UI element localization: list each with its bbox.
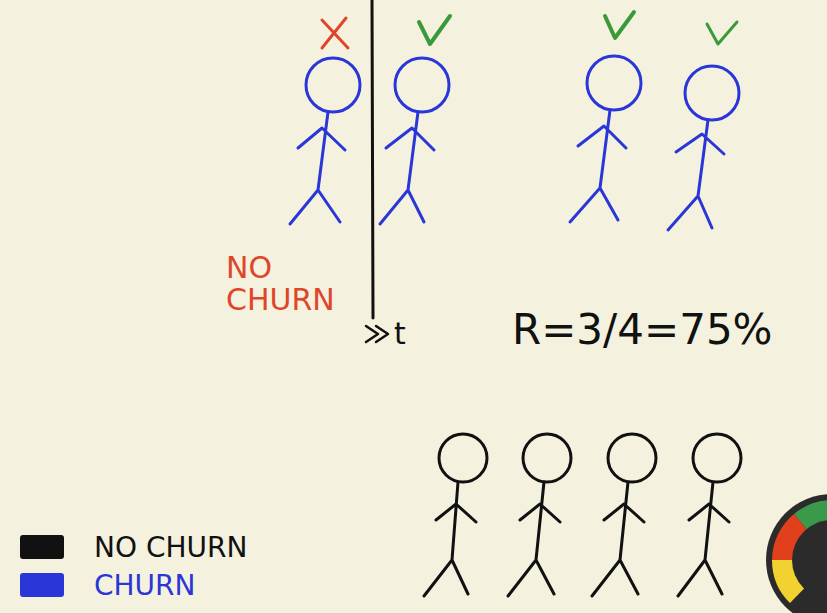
axis-arrow — [366, 326, 388, 342]
check-mark — [707, 22, 737, 44]
churn-figures — [290, 56, 739, 230]
legend-entry: CHURN — [20, 566, 247, 604]
legend-text: NO CHURN — [94, 531, 247, 564]
axis-label: t — [394, 318, 424, 350]
legend-text: CHURN — [94, 569, 196, 602]
check-mark — [605, 12, 634, 38]
time-axis — [372, 0, 373, 318]
legend-entry: NO CHURN — [20, 528, 247, 566]
legend: NO CHURN CHURN — [20, 528, 247, 604]
legend-swatch — [20, 573, 64, 597]
color-wheel — [766, 494, 827, 613]
ratio-formula: R=3/4=75% — [512, 308, 812, 352]
state-label: NO CHURN — [226, 252, 366, 315]
check-mark — [419, 16, 450, 44]
legend-swatch — [20, 535, 64, 559]
cross-mark — [322, 18, 348, 48]
no-churn-figures — [424, 434, 741, 596]
